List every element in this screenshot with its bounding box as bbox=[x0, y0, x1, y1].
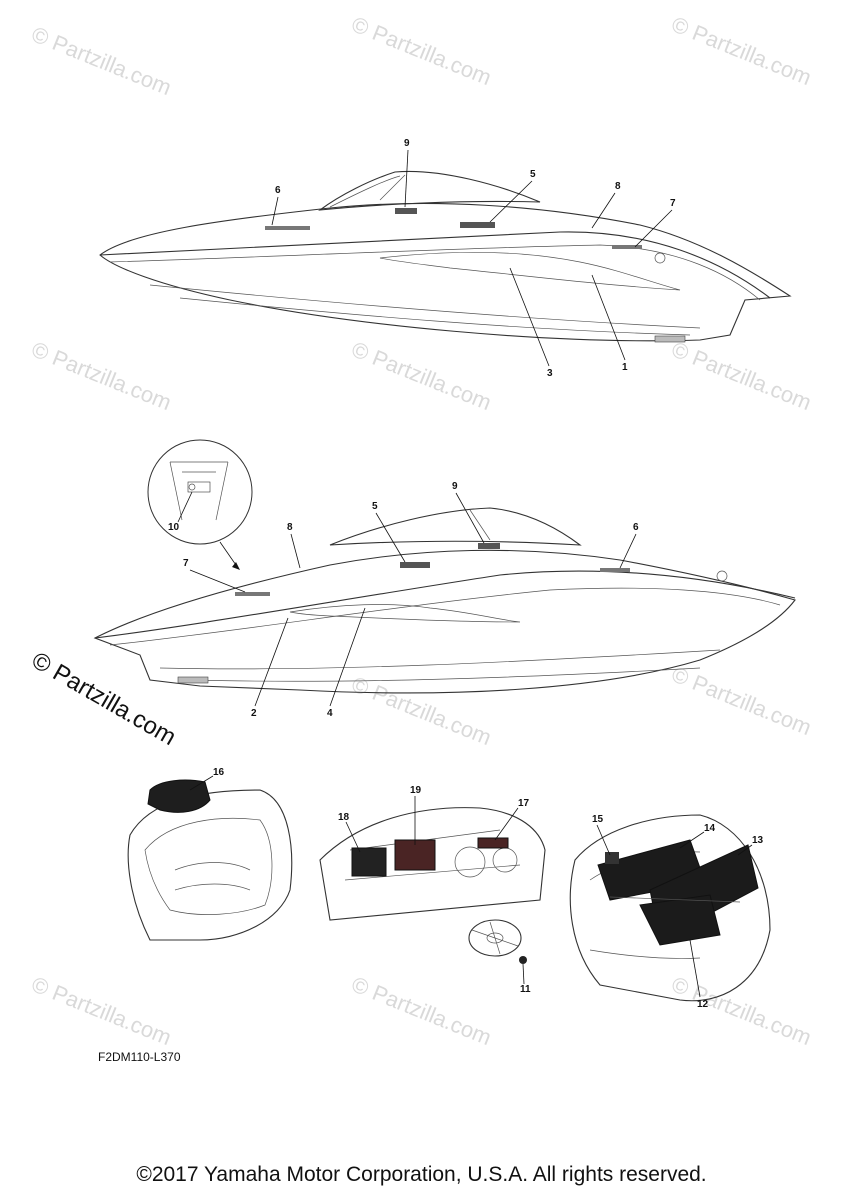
boat-port-view bbox=[93, 507, 796, 694]
diagram-code: F2DM110-L370 bbox=[98, 1050, 181, 1064]
decal-9-port bbox=[478, 543, 500, 549]
mat-16 bbox=[147, 779, 211, 813]
copyright-notice: ©2017 Yamaha Motor Corporation, U.S.A. A… bbox=[136, 1163, 707, 1186]
mat-15 bbox=[605, 852, 619, 864]
callout-10: 10 bbox=[168, 522, 180, 533]
callout-18: 18 bbox=[338, 812, 350, 823]
boat-starboard-view bbox=[99, 170, 792, 343]
callout-8-port: 8 bbox=[287, 522, 293, 533]
callout-11: 11 bbox=[520, 984, 531, 995]
callout-16: 16 bbox=[213, 767, 225, 778]
detail-console: 18 19 17 11 bbox=[319, 785, 546, 995]
watermark: © Partzilla.com bbox=[668, 661, 815, 740]
callout-6: 6 bbox=[275, 185, 281, 196]
callout-1: 1 bbox=[622, 362, 628, 373]
callout-13: 13 bbox=[752, 835, 764, 846]
mat-12 bbox=[639, 894, 721, 946]
top-callouts: 6 9 5 8 7 3 1 bbox=[271, 138, 676, 379]
decal-9 bbox=[395, 208, 417, 214]
callout-19: 19 bbox=[410, 785, 422, 796]
callout-9-port: 9 bbox=[452, 481, 458, 492]
mat-17 bbox=[477, 837, 509, 849]
decal-6 bbox=[265, 226, 310, 230]
callout-9: 9 bbox=[404, 138, 410, 149]
detail-rear-deck: 16 bbox=[127, 767, 293, 941]
nut-11 bbox=[519, 956, 527, 964]
watermark: © Partzilla.com bbox=[348, 971, 495, 1050]
steering-wheel bbox=[468, 919, 522, 957]
callout-17: 17 bbox=[518, 798, 530, 809]
watermark: © Partzilla.com bbox=[348, 336, 495, 415]
watermark: © Partzilla.com bbox=[348, 671, 495, 750]
callout-14: 14 bbox=[704, 823, 716, 834]
watermark: © Partzilla.com bbox=[668, 336, 815, 415]
callout-7: 7 bbox=[670, 198, 676, 209]
callout-5-port: 5 bbox=[372, 501, 378, 512]
watermark: © Partzilla.com bbox=[28, 971, 175, 1050]
callout-6-port: 6 bbox=[633, 522, 639, 533]
decal-7-port bbox=[235, 592, 270, 596]
decal-6-port bbox=[600, 568, 630, 572]
callout-15: 15 bbox=[592, 814, 604, 825]
detail-bow-deck: 15 14 13 12 bbox=[569, 814, 771, 1010]
watermark: © Partzilla.com bbox=[28, 21, 175, 100]
callout-2: 2 bbox=[251, 708, 257, 719]
watermark: © Partzilla.com bbox=[668, 11, 815, 90]
watermark: © Partzilla.com bbox=[28, 336, 175, 415]
decal-7 bbox=[612, 245, 642, 249]
callout-4: 4 bbox=[327, 708, 333, 719]
decal-5-port bbox=[400, 562, 430, 568]
callout-5: 5 bbox=[530, 169, 536, 180]
inset-detail: 10 bbox=[147, 439, 253, 570]
mat-18 bbox=[351, 847, 387, 877]
watermark: © Partzilla.com bbox=[348, 11, 495, 90]
callout-12: 12 bbox=[697, 999, 709, 1010]
decal-5 bbox=[460, 222, 495, 228]
callout-8: 8 bbox=[615, 181, 621, 192]
callout-3: 3 bbox=[547, 368, 553, 379]
bottom-callouts: 7 8 5 9 6 2 4 bbox=[183, 481, 639, 719]
callout-7-port: 7 bbox=[183, 558, 189, 569]
watermark-prominent: © Partzilla.com bbox=[27, 647, 181, 751]
